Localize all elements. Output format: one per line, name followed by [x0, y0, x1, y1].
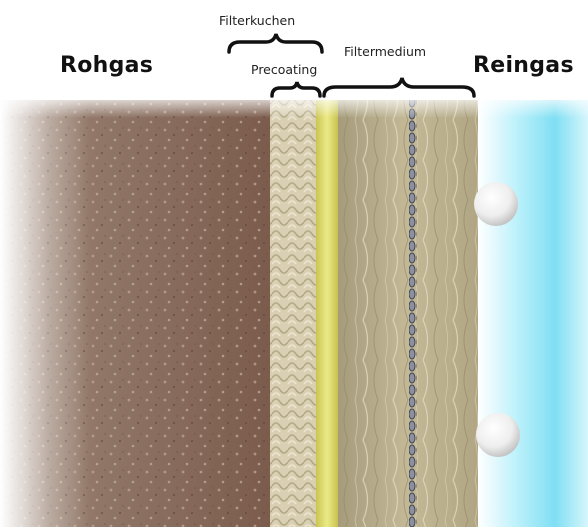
- filtermedium-label: Filtermedium: [344, 44, 426, 59]
- clean-gas-zone: [478, 100, 588, 527]
- left-fade-overlay: [0, 100, 90, 527]
- filterkuchen-brace: [229, 34, 322, 52]
- yellow-interface-band: [316, 100, 338, 527]
- precoating-texture: [270, 100, 318, 527]
- rohgas-label: Rohgas: [60, 53, 153, 78]
- reingas-label: Reingas: [473, 53, 574, 78]
- filtermedium-brace: [324, 78, 474, 96]
- precoating-label: Precoating: [251, 62, 317, 77]
- filter-medium-texture: [338, 100, 478, 527]
- wire-mesh-scrim: [409, 100, 417, 527]
- gas-bubble-lower: [476, 413, 520, 457]
- precoating-brace: [272, 82, 320, 96]
- top-fade-overlay: [0, 96, 588, 118]
- gas-bubble-upper: [474, 182, 518, 226]
- filterkuchen-label: Filterkuchen: [219, 13, 295, 28]
